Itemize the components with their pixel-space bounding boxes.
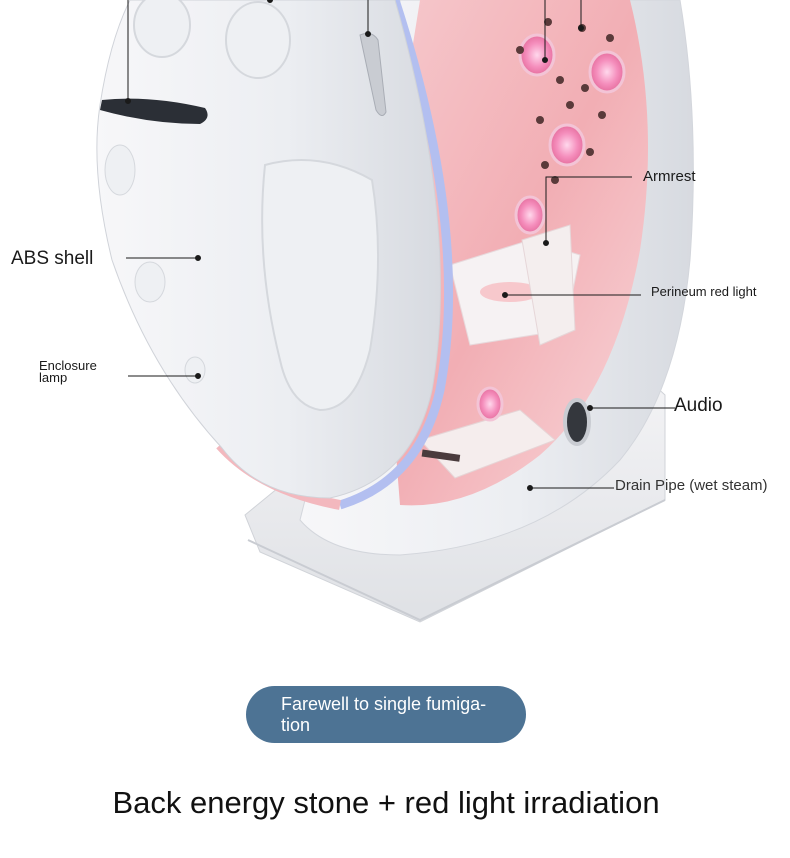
armrest: [521, 224, 576, 346]
label-drain-pipe: Drain Pipe (wet steam): [615, 477, 768, 494]
energy-stone-pads: [476, 33, 626, 422]
label-enclosure-lamp: Enclosure lamp: [39, 358, 97, 385]
feature-banner: Farewell to single fumiga- tion: [246, 686, 526, 743]
audio-speaker: [563, 398, 591, 446]
label-audio: Audio: [674, 395, 723, 416]
steam-pod-illustration: [96, 0, 694, 623]
banner-line1: Farewell to single fumiga-: [281, 694, 487, 714]
label-enclosure-line2: lamp: [39, 370, 68, 385]
banner-line2: tion: [281, 715, 311, 735]
label-abs-shell: ABS shell: [11, 248, 94, 269]
control-panel: [100, 98, 208, 124]
label-enclosure-line1: Enclosure: [39, 358, 97, 373]
label-perineum-red-light: Perineum red light: [651, 284, 757, 299]
label-armrest: Armrest: [643, 168, 696, 185]
feature-caption: Back energy stone + red light irradiatio…: [112, 785, 660, 820]
